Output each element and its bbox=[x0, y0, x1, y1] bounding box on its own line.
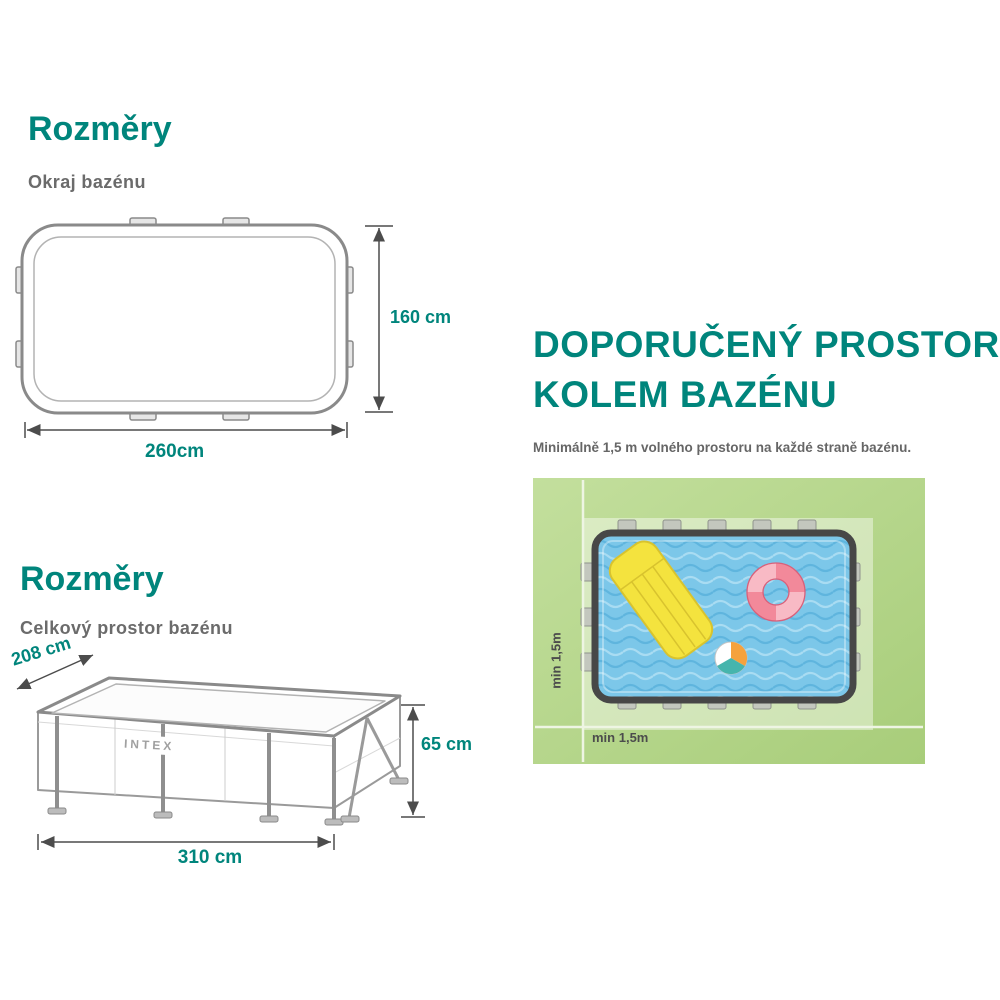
pool-top-view-diagram bbox=[15, 217, 393, 438]
frame-feet bbox=[47, 777, 409, 826]
swim-ring bbox=[746, 562, 806, 622]
clearance-side-label: min 1,5m bbox=[548, 632, 564, 689]
dimension-lines bbox=[24, 225, 393, 438]
top-view-height-dimension: 160 cm bbox=[390, 307, 452, 327]
top-view-width-dimension: 260cm bbox=[145, 441, 205, 462]
frame-width-dimension: 310 cm bbox=[177, 847, 243, 868]
dimension-lines-3d bbox=[16, 654, 425, 850]
frame-view-subtitle: Celkový prostor bazénu bbox=[20, 618, 233, 638]
top-view-subtitle: Okraj bazénu bbox=[28, 172, 146, 192]
pool-frame-3d-diagram bbox=[16, 654, 425, 850]
clearance-boundary-lines bbox=[535, 480, 923, 762]
pool-inner-rim bbox=[602, 540, 846, 693]
clearance-illustration bbox=[533, 478, 925, 764]
clearance-note: Minimálně 1,5 m volného prostoru na každ… bbox=[533, 440, 912, 455]
air-mattress bbox=[608, 540, 714, 660]
clearance-title-line2: KOLEM BAZÉNU bbox=[533, 374, 838, 415]
pool-rim-outline bbox=[20, 223, 349, 415]
clearance-title-line1: DOPORUČENÝ PROSTOR bbox=[533, 324, 1000, 365]
top-view-title: Rozměry bbox=[28, 110, 172, 148]
frame-braces bbox=[347, 717, 401, 819]
intex-logo: INTEX bbox=[116, 734, 182, 756]
frame-height-dimension: 65 cm bbox=[421, 734, 473, 754]
clearance-bottom-label: min 1,5m bbox=[592, 730, 649, 745]
pool-3d-drawing bbox=[36, 676, 409, 826]
frame-view-title: Rozměry bbox=[20, 560, 164, 598]
beach-ball bbox=[714, 641, 748, 675]
